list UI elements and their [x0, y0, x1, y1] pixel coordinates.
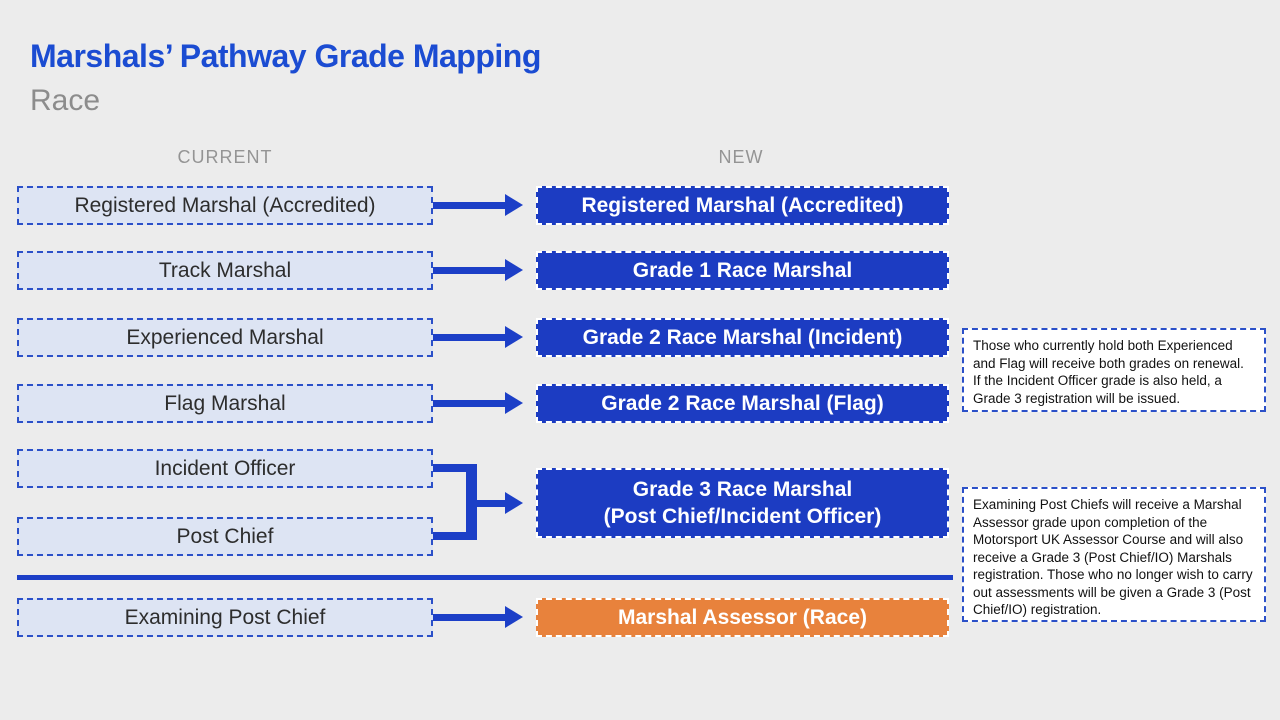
arrow-head [505, 259, 523, 281]
arrow-shaft [433, 202, 505, 209]
page-title: Marshals’ Pathway Grade Mapping [30, 38, 541, 74]
new-box-label: Grade 2 Race Marshal (Incident) [582, 325, 903, 349]
arrow-head [505, 194, 523, 216]
new-box-registered-marshal: Registered Marshal (Accredited) [536, 186, 949, 225]
arrow-head [505, 392, 523, 414]
current-box-label: Track Marshal [158, 258, 292, 282]
arrow-head [505, 326, 523, 348]
arrow-shaft [433, 614, 505, 621]
current-box-incident-officer: Incident Officer [17, 449, 433, 488]
current-box-label: Experienced Marshal [126, 325, 324, 349]
note-examining-post-chiefs: Examining Post Chiefs will receive a Mar… [962, 487, 1266, 622]
arrow-shaft [433, 267, 505, 274]
new-box-label-line1: Grade 3 Race Marshal [632, 477, 853, 501]
arrow-head [505, 492, 523, 514]
arrow-shaft [477, 500, 505, 507]
new-box-label: Grade 2 Race Marshal (Flag) [601, 391, 884, 415]
merge-connector-top-stub [433, 464, 472, 472]
new-box-label-line2: (Post Chief/Incident Officer) [603, 505, 882, 528]
merge-connector-vertical-bar [466, 464, 477, 540]
new-box-label: Grade 1 Race Marshal [632, 258, 853, 282]
new-box-label: Marshal Assessor (Race) [617, 605, 867, 629]
merge-connector-bottom-stub [433, 532, 472, 540]
new-box-grade1-race-marshal: Grade 1 Race Marshal [536, 251, 949, 290]
current-box-post-chief: Post Chief [17, 517, 433, 556]
current-box-flag-marshal: Flag Marshal [17, 384, 433, 423]
section-divider [17, 575, 953, 580]
new-box-marshal-assessor: Marshal Assessor (Race) [536, 598, 949, 637]
current-box-track-marshal: Track Marshal [17, 251, 433, 290]
current-box-examining-post-chief: Examining Post Chief [17, 598, 433, 637]
arrow-head [505, 606, 523, 628]
current-box-label: Post Chief [176, 524, 274, 548]
new-box-grade2-flag: Grade 2 Race Marshal (Flag) [536, 384, 949, 423]
current-box-experienced-marshal: Experienced Marshal [17, 318, 433, 357]
current-column-header: CURRENT [177, 147, 273, 167]
new-box-grade2-incident: Grade 2 Race Marshal (Incident) [536, 318, 949, 357]
current-box-label: Incident Officer [154, 456, 296, 480]
note-experienced-flag: Those who currently hold both Experience… [962, 328, 1266, 412]
new-box-grade3-race-marshal: Grade 3 Race Marshal (Post Chief/Inciden… [536, 468, 949, 538]
current-box-label: Flag Marshal [164, 391, 286, 415]
arrow-shaft [433, 334, 505, 341]
new-box-label: Registered Marshal (Accredited) [581, 193, 904, 217]
arrow-shaft [433, 400, 505, 407]
current-box-label: Examining Post Chief [124, 605, 326, 629]
new-column-header: NEW [718, 147, 764, 167]
current-box-label: Registered Marshal (Accredited) [74, 193, 376, 217]
page-subtitle: Race [30, 84, 101, 117]
current-box-registered-marshal: Registered Marshal (Accredited) [17, 186, 433, 225]
